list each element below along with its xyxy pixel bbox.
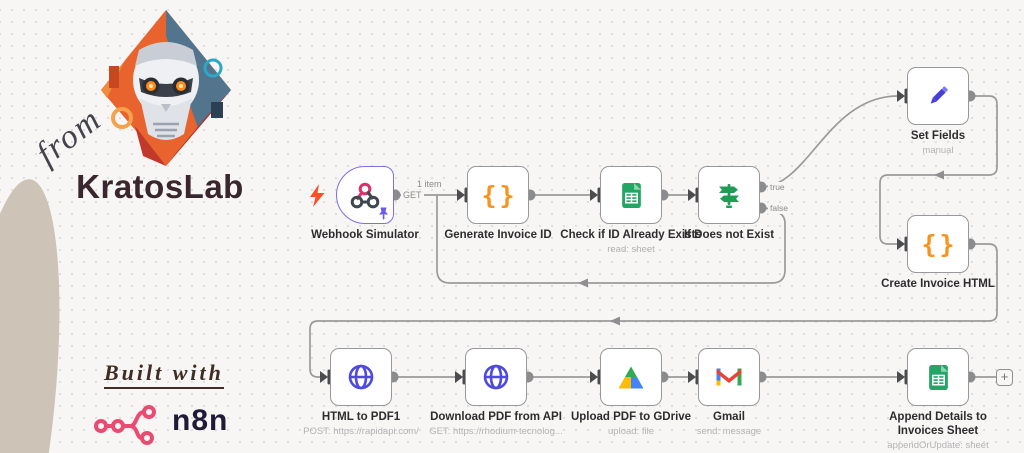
- node-html-to-pdf1[interactable]: HTML to PDF1 POST: https://rapidapi.com/: [303, 348, 419, 437]
- node-create-invoice-html[interactable]: {} Create Invoice HTML: [881, 215, 995, 290]
- node-append-details-to-invoices-sheet[interactable]: Append Details to Invoices Sheet appendO…: [887, 348, 989, 451]
- webhook-icon: [350, 182, 380, 208]
- if-signpost-icon: [719, 184, 739, 208]
- brand-name: KratosLab: [76, 168, 244, 205]
- node-label: HTML to PDF1: [321, 411, 401, 423]
- google-drive-icon: [618, 366, 644, 388]
- node-label: Check if ID Already Exists: [560, 229, 702, 241]
- node-label: Append Details to Invoices Sheet: [889, 411, 987, 438]
- n8n-wordmark: n8n: [172, 404, 229, 437]
- node-label: Set Fields: [910, 130, 966, 142]
- node-subtitle: upload: file: [608, 426, 654, 437]
- node-set-fields[interactable]: Set Fields manual: [907, 67, 969, 156]
- node-label: Webhook Simulator: [311, 229, 419, 241]
- node-webhook-simulator[interactable]: Webhook Simulator: [310, 166, 419, 241]
- google-sheets-icon: [928, 364, 948, 390]
- globe-icon: [348, 364, 374, 390]
- gmail-icon: [716, 368, 742, 386]
- node-download-pdf-from-api[interactable]: Download PDF from API GET: https://rhodi…: [429, 348, 563, 437]
- node-if-does-not-exist[interactable]: If Does not Exist: [684, 166, 774, 241]
- lightning-icon: [310, 184, 325, 207]
- globe-icon: [483, 364, 509, 390]
- node-label: Create Invoice HTML: [881, 278, 995, 290]
- node-subtitle: send: message: [696, 426, 762, 437]
- node-label: Upload PDF to GDrive: [570, 411, 692, 423]
- built-with-text: Built with: [104, 360, 224, 389]
- node-upload-pdf-to-gdrive[interactable]: Upload PDF to GDrive upload: file: [571, 348, 691, 437]
- node-subtitle: manual: [922, 145, 954, 156]
- node-check-if-id-already-exists[interactable]: Check if ID Already Exists read: sheet: [560, 166, 702, 255]
- node-label: Download PDF from API: [430, 411, 562, 423]
- pin-icon: [379, 207, 388, 220]
- node-subtitle: POST: https://rapidapi.com/: [303, 426, 419, 437]
- code-icon: {}: [921, 229, 958, 259]
- node-label: Gmail: [713, 411, 745, 423]
- wire-label-one-item: 1 item: [417, 179, 442, 189]
- code-icon: {}: [481, 180, 518, 210]
- node-generate-invoice-id[interactable]: {} Generate Invoice ID: [444, 166, 552, 241]
- node-subtitle: GET: https://rhodium-tecnolog...: [429, 426, 563, 437]
- wire-label-get: GET: [401, 190, 424, 201]
- node-gmail[interactable]: Gmail send: message: [697, 348, 761, 437]
- node-subtitle: read: sheet: [607, 244, 655, 255]
- google-sheets-icon: [621, 182, 641, 208]
- node-subtitle: appendOrUpdate: sheet: [887, 440, 989, 451]
- n8n-logo-icon: [92, 402, 166, 446]
- wire-label-false: false: [768, 203, 790, 214]
- node-label: If Does not Exist: [683, 229, 775, 241]
- pencil-icon: [930, 86, 948, 104]
- kratoslab-logo: [95, 6, 237, 174]
- add-node-button[interactable]: +: [996, 369, 1013, 386]
- wire-label-true: true: [768, 182, 787, 193]
- node-label: Generate Invoice ID: [444, 229, 552, 241]
